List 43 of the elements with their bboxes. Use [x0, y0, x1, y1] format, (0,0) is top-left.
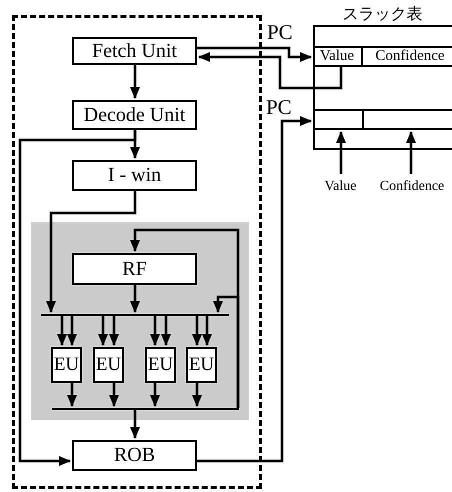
process-box: Decode Unit	[72, 100, 197, 130]
unit-box: EU	[145, 347, 176, 383]
shaded-region	[31, 222, 249, 420]
arrow	[18, 130, 136, 466]
table-cell: Confidence	[363, 46, 452, 67]
arrow	[57, 316, 67, 346]
arrow	[130, 410, 140, 439]
arrow	[130, 285, 140, 313]
arrow	[202, 316, 212, 346]
arrow	[197, 46, 312, 62]
process-box: RF	[72, 253, 197, 285]
process-box: Fetch Unit	[72, 37, 197, 65]
table-title: スラック表	[342, 3, 424, 25]
bus-line	[41, 314, 229, 316]
dashed-boundary	[12, 15, 262, 489]
arrow	[197, 116, 312, 462]
arrow	[130, 228, 240, 408]
bus-line	[52, 408, 239, 410]
unit-box: EU	[93, 347, 124, 383]
arrow	[109, 383, 119, 407]
arrow	[67, 383, 77, 407]
arrow	[46, 191, 136, 313]
arrow	[150, 383, 160, 407]
arrow	[109, 316, 119, 346]
arrow	[130, 65, 140, 99]
arrow	[98, 316, 108, 346]
process-box: ROB	[72, 440, 197, 471]
edge-label: PC	[266, 96, 292, 118]
arrow	[67, 316, 77, 346]
table-cell: Value	[313, 46, 363, 67]
arrow	[336, 131, 346, 174]
edge-label: PC	[267, 21, 293, 43]
arrow	[161, 316, 171, 346]
input-label: Confidence	[372, 177, 452, 197]
arrow	[192, 383, 202, 407]
process-box: I - win	[72, 160, 197, 191]
unit-box: EU	[186, 347, 217, 383]
arrow	[406, 131, 416, 174]
input-label: Value	[318, 177, 363, 197]
unit-box: EU	[51, 347, 82, 383]
arrow	[150, 316, 160, 346]
arrow	[198, 52, 342, 90]
arrow	[192, 316, 202, 346]
